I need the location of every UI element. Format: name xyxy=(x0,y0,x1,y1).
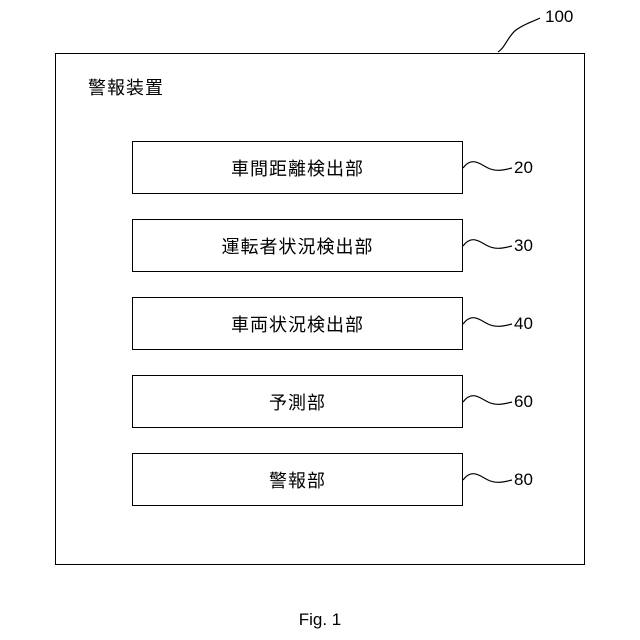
unit-box-warning: 警報部 xyxy=(132,453,463,506)
unit-box-vehicle-state-detector: 車両状況検出部 xyxy=(132,297,463,350)
figure-caption: Fig. 1 xyxy=(0,610,640,630)
unit-box-driver-state-detector: 運転者状況検出部 xyxy=(132,219,463,272)
unit-ref-label-warning: 80 xyxy=(514,470,533,490)
device-ref-label: 100 xyxy=(545,7,573,27)
unit-box-distance-detector: 車間距離検出部 xyxy=(132,141,463,194)
unit-ref-label-prediction: 60 xyxy=(514,392,533,412)
unit-ref-label-distance-detector: 20 xyxy=(514,158,533,178)
leader-line-device xyxy=(498,18,540,52)
unit-ref-label-driver-state-detector: 30 xyxy=(514,236,533,256)
device-title: 警報装置 xyxy=(88,78,164,100)
unit-box-prediction: 予測部 xyxy=(132,375,463,428)
unit-ref-label-vehicle-state-detector: 40 xyxy=(514,314,533,334)
